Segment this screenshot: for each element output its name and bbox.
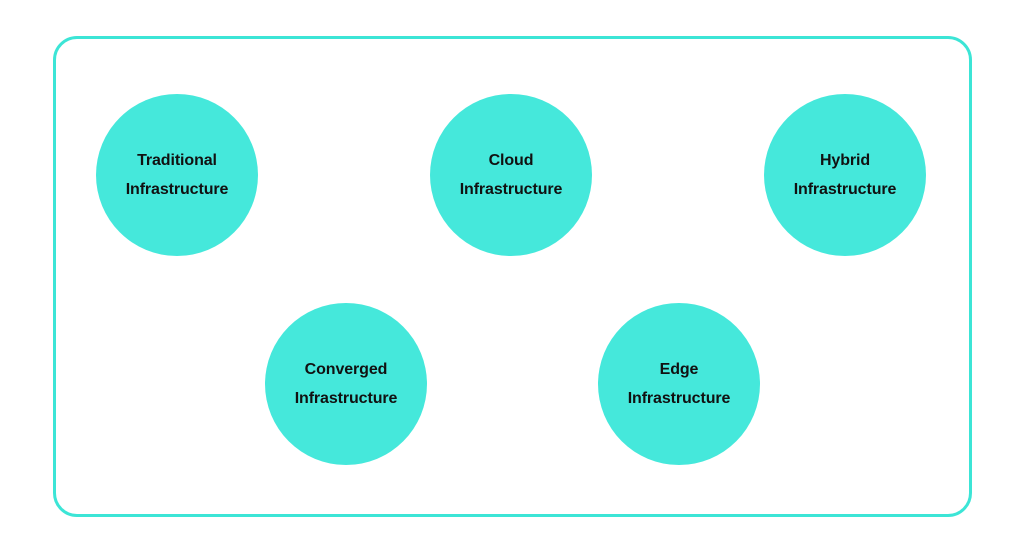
node-label-hybrid-infrastructure: Hybrid Infrastructure [793,152,897,198]
node-hybrid-infrastructure[interactable]: Hybrid Infrastructure [764,94,926,256]
infrastructure-types-frame [53,36,972,517]
node-label-cloud-infrastructure: Cloud Infrastructure [459,152,563,198]
node-label-converged-infrastructure: Converged Infrastructure [294,361,398,407]
node-label-edge-infrastructure: Edge Infrastructure [627,361,731,407]
node-converged-infrastructure[interactable]: Converged Infrastructure [265,303,427,465]
node-edge-infrastructure[interactable]: Edge Infrastructure [598,303,760,465]
node-label-traditional-infrastructure: Traditional Infrastructure [125,152,229,198]
node-traditional-infrastructure[interactable]: Traditional Infrastructure [96,94,258,256]
node-cloud-infrastructure[interactable]: Cloud Infrastructure [430,94,592,256]
